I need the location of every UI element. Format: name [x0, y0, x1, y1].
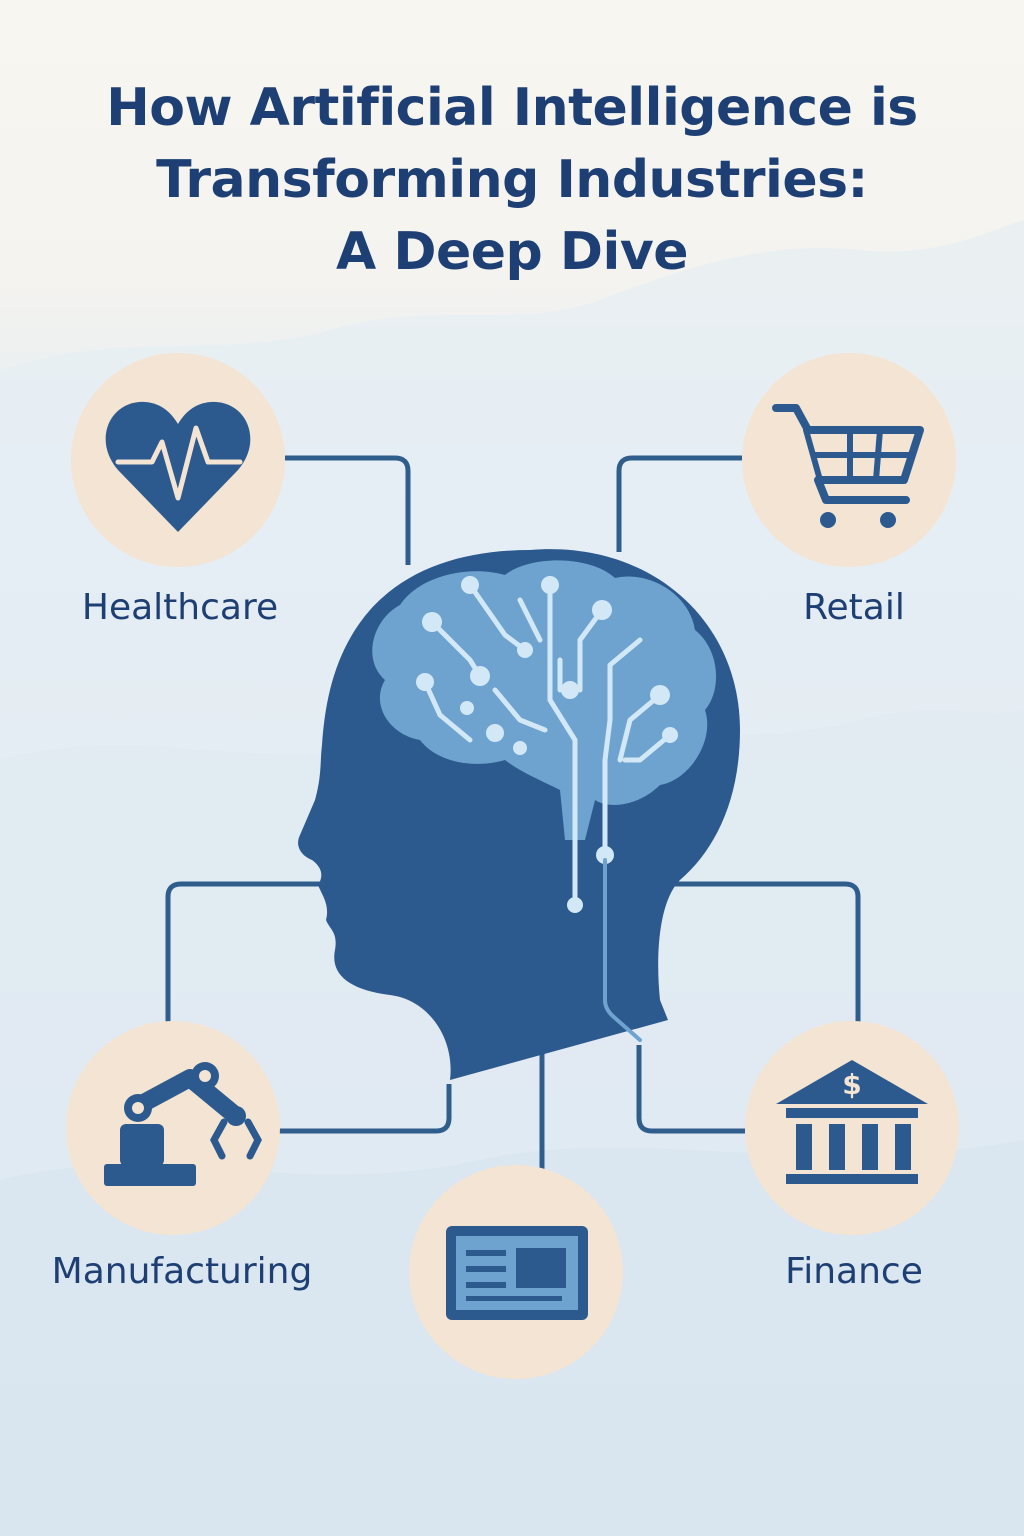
- brain-nodes: [416, 576, 678, 913]
- label-retail: Retail: [803, 587, 905, 628]
- document-screen-icon: [446, 1226, 588, 1320]
- connector-retail: [616, 455, 742, 552]
- title-line-2: Transforming Industries:: [156, 150, 868, 210]
- heart-pulse-icon: [105, 401, 251, 532]
- brain-stem-line: [603, 858, 642, 1042]
- shopping-cart-icon: [772, 404, 924, 528]
- connector-manufacturing: [165, 881, 452, 1134]
- title-line-3: A Deep Dive: [335, 222, 689, 282]
- connector-healthcare: [285, 455, 411, 565]
- label-finance: Finance: [785, 1251, 923, 1292]
- dollar-sign-icon: $: [842, 1068, 861, 1101]
- page-title: How Artificial Intelligence is Transform…: [0, 72, 1024, 288]
- brain: [372, 560, 717, 840]
- bank-icon: $: [776, 1060, 928, 1184]
- brain-circuits: [422, 582, 673, 908]
- finance-circle[interactable]: [745, 1021, 959, 1235]
- label-healthcare: Healthcare: [81, 587, 279, 628]
- connector-finance: [636, 881, 861, 1134]
- robot-arm-icon: [104, 1062, 262, 1186]
- title-line-1: How Artificial Intelligence is: [106, 78, 918, 138]
- label-manufacturing: Manufacturing: [51, 1251, 313, 1292]
